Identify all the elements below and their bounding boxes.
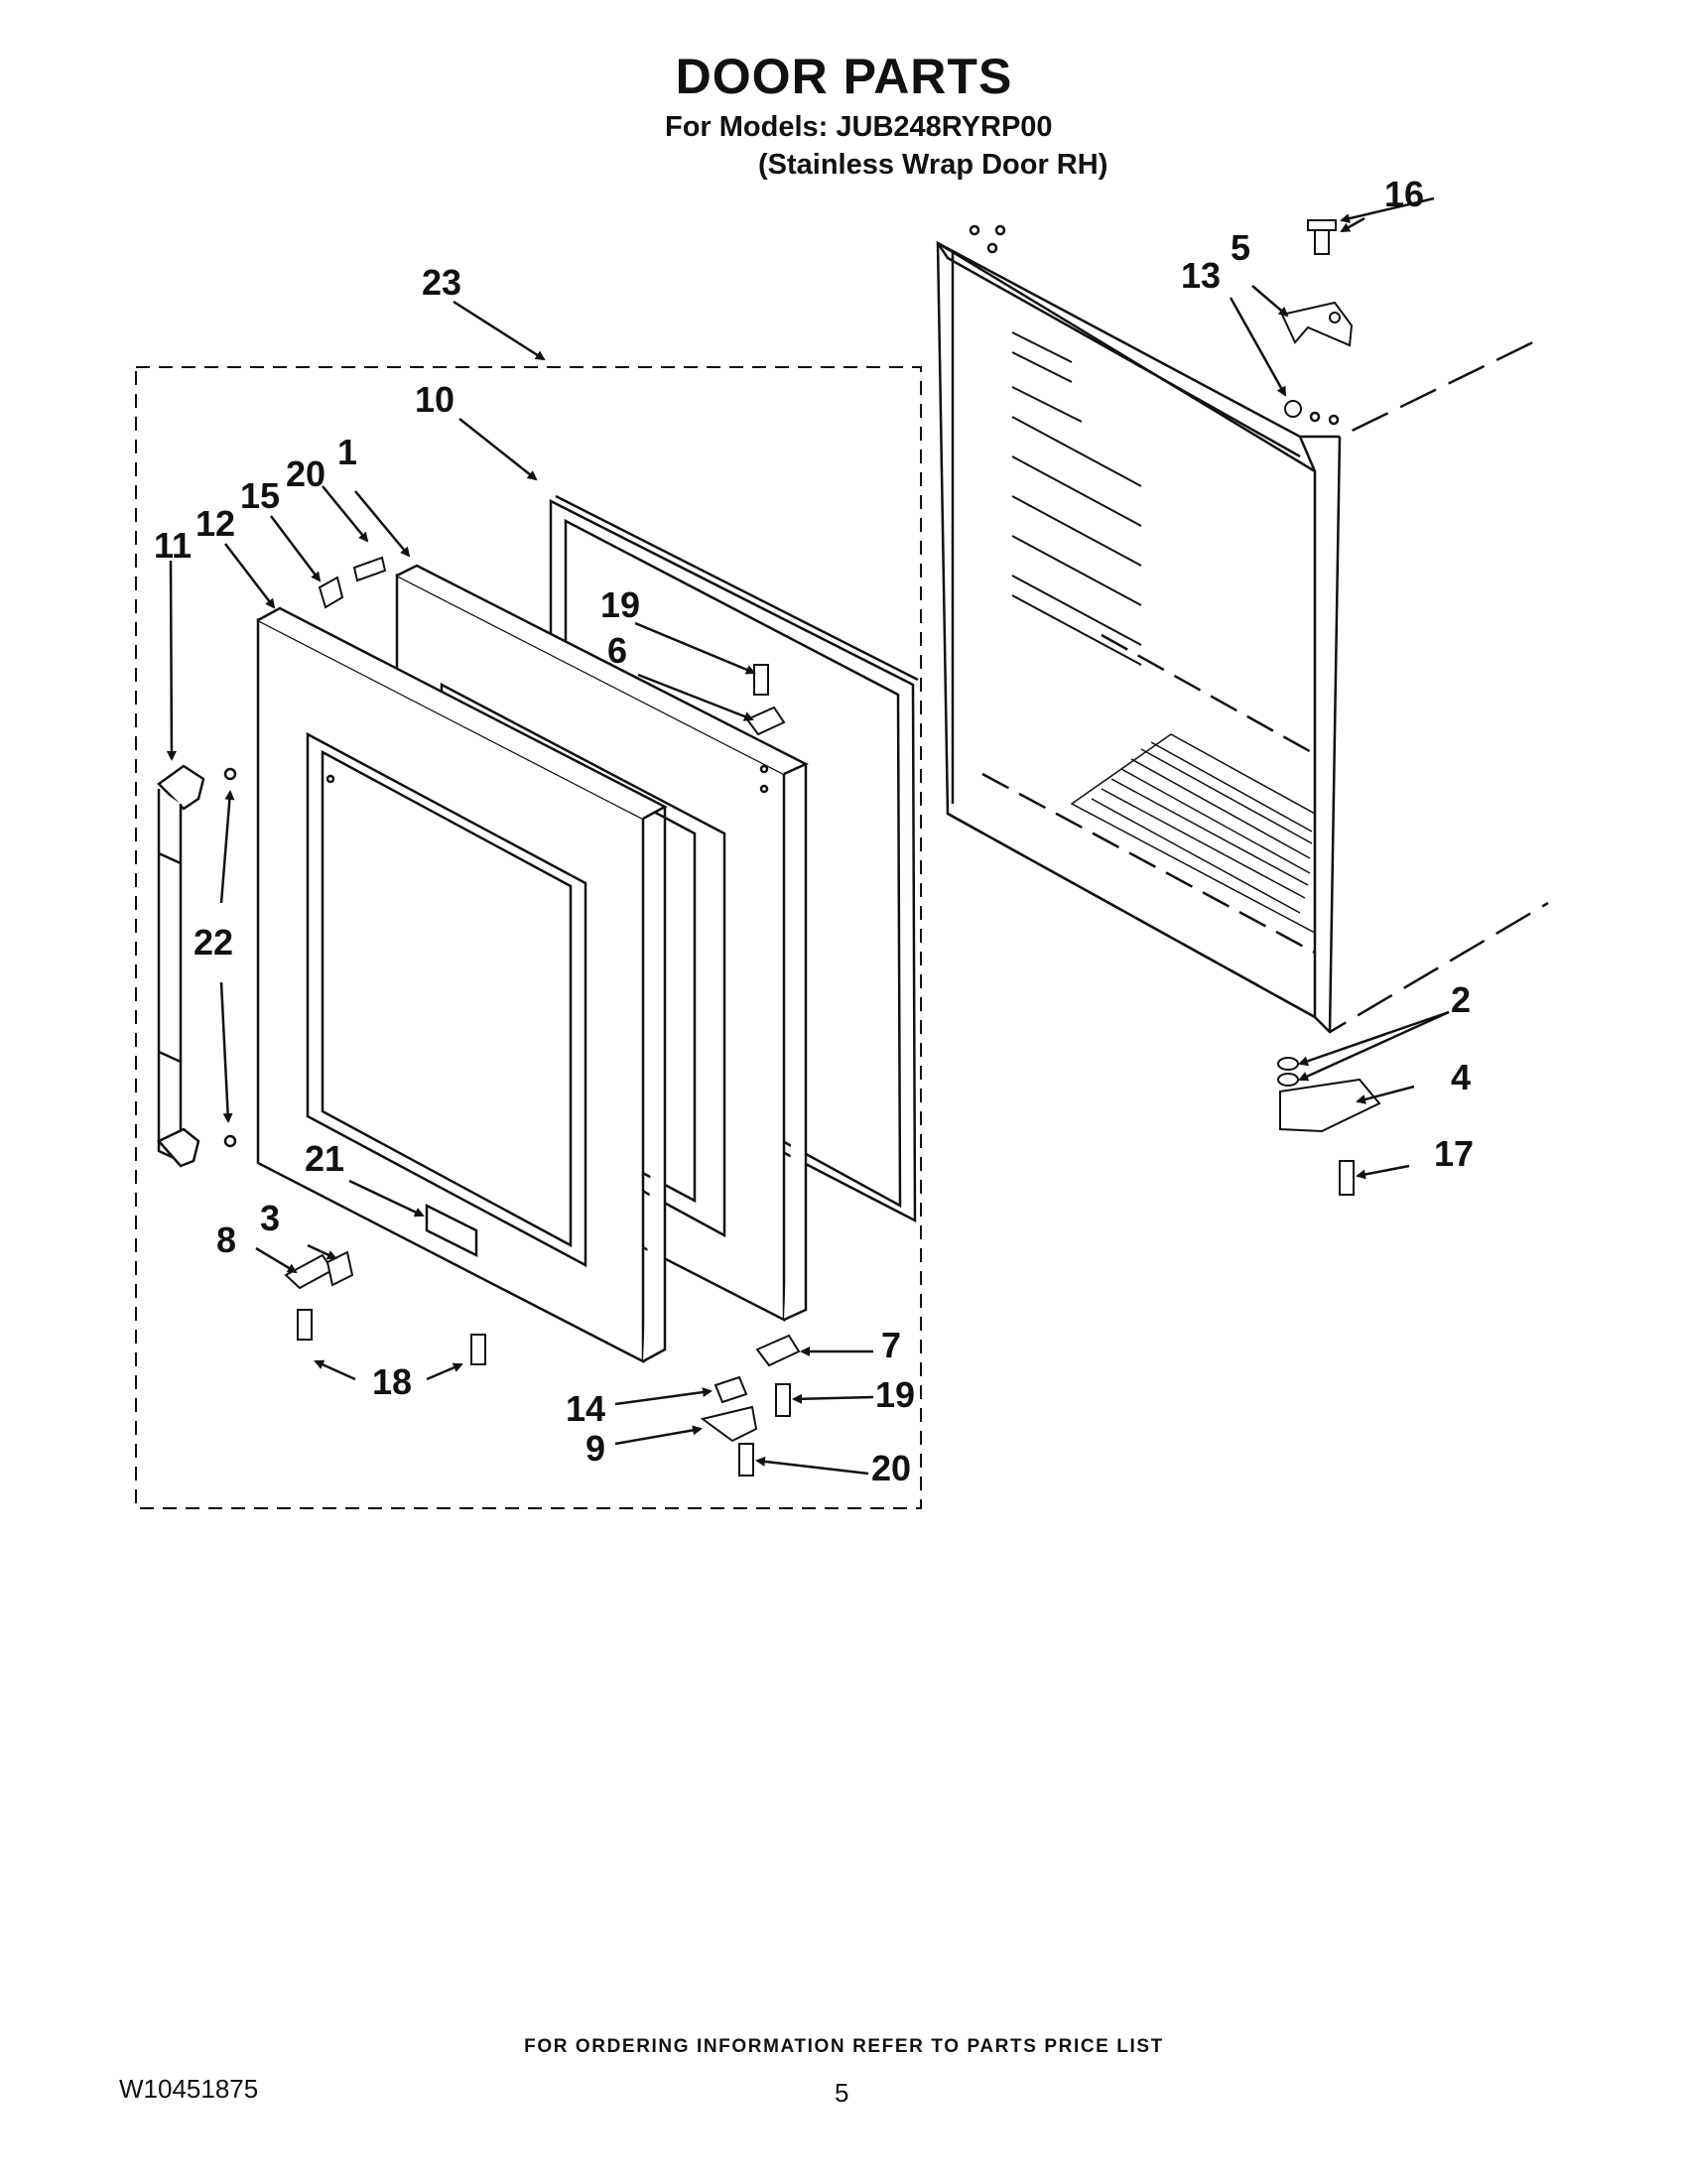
ordering-note: FOR ORDERING INFORMATION REFER TO PARTS …	[524, 2036, 1164, 2057]
callout-2: 2	[1451, 979, 1471, 1020]
outer-door-frame	[256, 606, 668, 1364]
callout-23: 22	[194, 922, 233, 963]
callout-18: 18	[372, 1361, 412, 1402]
callout-1: 1	[337, 432, 357, 472]
door-assembly-boundary	[135, 366, 922, 1509]
page-title: DOOR PARTS	[675, 49, 1013, 104]
callout-22: 21	[305, 1138, 344, 1179]
callout-13: 13	[1181, 255, 1221, 296]
variant-line: (Stainless Wrap Door RH)	[758, 149, 1108, 181]
callout-21: 20	[286, 453, 325, 494]
callout-17: 17	[1434, 1133, 1474, 1174]
callout-6: 6	[607, 630, 627, 671]
leader-lines	[166, 196, 1450, 1476]
callout-19-top: 19	[600, 584, 640, 625]
callout-labels: 23 10 1 20 15 12 11 19 6 22 21 3 8 18 14…	[154, 174, 1474, 1488]
models-line: For Models: JUB248RYRP00	[665, 111, 1053, 143]
callout-20: 20	[871, 1448, 911, 1488]
callout-4: 4	[1451, 1057, 1471, 1097]
callout-16: 16	[1384, 174, 1424, 214]
callout-7: 7	[881, 1325, 901, 1365]
callout-24: 23	[422, 262, 461, 303]
cabinet-housing	[936, 224, 1549, 1034]
callout-14: 14	[566, 1388, 605, 1429]
callout-9: 9	[585, 1428, 605, 1469]
callout-19-bottom: 19	[875, 1374, 915, 1415]
top-hinge-assembly	[1280, 219, 1354, 418]
callout-3: 3	[260, 1198, 280, 1238]
document-number: W10451875	[119, 2074, 259, 2104]
callout-12: 12	[195, 503, 235, 544]
callout-10: 10	[415, 379, 454, 420]
door-hardware	[284, 556, 1381, 1477]
page-number: 5	[835, 2078, 849, 2108]
door-handle	[156, 764, 237, 1168]
callout-8: 8	[216, 1220, 236, 1260]
callout-11: 11	[154, 525, 192, 566]
callout-15: 15	[240, 475, 280, 516]
callout-5: 5	[1231, 227, 1250, 268]
